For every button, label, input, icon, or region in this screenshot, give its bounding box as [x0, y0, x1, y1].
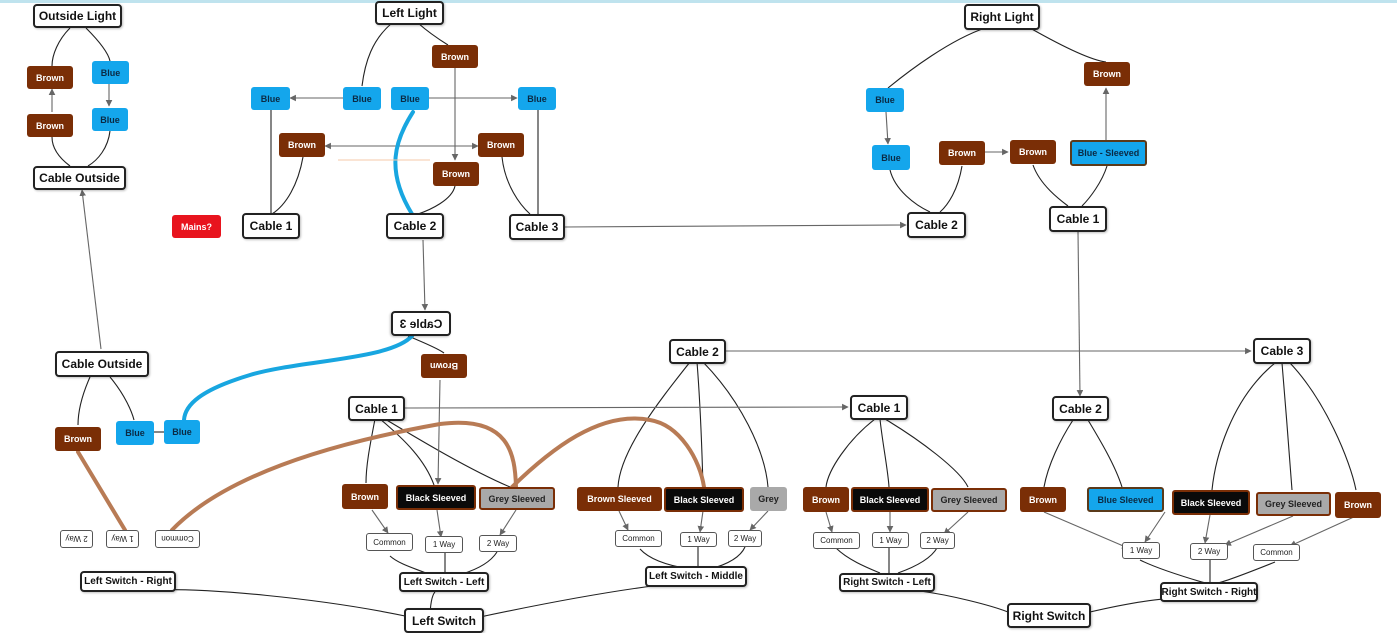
left-light-brown-wire-low: Brown: [433, 162, 479, 186]
cable-3-mirrored-node: Cable 3: [391, 311, 451, 336]
left-switch-right-node: Left Switch - Right: [80, 571, 176, 592]
left-light-cable-2-node: Cable 2: [386, 213, 444, 239]
left-light-brown-wire-right: Brown: [478, 133, 524, 157]
right-light-cable-1-node: Cable 1: [1049, 206, 1107, 232]
right-switch-right-cable-3-node: Cable 3: [1253, 338, 1311, 364]
right-switch-right-brown-wire: Brown: [1020, 487, 1066, 512]
cable-outside-top-node: Cable Outside: [33, 166, 126, 190]
cable-outside-blue-wire-a: Blue: [116, 421, 154, 445]
right-light-node: Right Light: [964, 4, 1040, 30]
left-switch-middle-brown-sleeved-wire: Brown Sleeved: [577, 487, 662, 511]
outside-light-blue-wire-2: Blue: [92, 108, 128, 131]
cable-outside-brown-wire: Brown: [55, 427, 101, 451]
right-light-cable-2-node: Cable 2: [907, 212, 966, 238]
left-light-blue-wire-mid2: Blue: [391, 87, 429, 110]
left-light-blue-wire-right: Blue: [518, 87, 556, 110]
right-switch-right-node: Right Switch - Right: [1160, 582, 1258, 602]
left-switch-right-1-way-terminal: 1 Way: [106, 530, 139, 548]
outside-light-blue-wire-1: Blue: [92, 61, 129, 84]
left-switch-node: Left Switch: [404, 608, 484, 633]
left-switch-middle-1-way-terminal: 1 Way: [680, 532, 717, 547]
right-switch-right-black-sleeved-wire: Black Sleeved: [1172, 490, 1250, 515]
right-switch-right-cable-2-node: Cable 2: [1052, 396, 1109, 421]
cable-outside-low-node: Cable Outside: [55, 351, 149, 377]
right-switch-left-cable-1-node: Cable 1: [850, 395, 908, 420]
left-switch-left-2-way-terminal: 2 Way: [479, 535, 517, 552]
left-switch-left-brown-wire: Brown: [342, 484, 388, 509]
mains-wire: Mains?: [172, 215, 221, 238]
left-light-blue-wire-mid: Blue: [343, 87, 381, 110]
brown-wire-mirrored: Brown: [421, 354, 467, 378]
left-switch-middle-common-terminal: Common: [615, 530, 662, 547]
right-switch-left-brown-wire: Brown: [803, 487, 849, 512]
left-switch-middle-node: Left Switch - Middle: [645, 566, 747, 587]
right-light-brown-wire-top: Brown: [1084, 62, 1130, 86]
left-switch-left-cable-1-node: Cable 1: [348, 396, 405, 421]
left-light-brown-wire-mid: Brown: [279, 133, 325, 157]
left-switch-middle-black-sleeved-wire: Black Sleeved: [664, 487, 744, 512]
left-light-node: Left Light: [375, 1, 444, 25]
left-light-cable-1-node: Cable 1: [242, 213, 300, 239]
right-switch-right-blue-sleeved-wire: Blue Sleeved: [1087, 487, 1164, 512]
left-light-blue-wire-left: Blue: [251, 87, 290, 110]
right-light-blue-sleeved-wire: Blue - Sleeved: [1070, 140, 1147, 166]
right-switch-left-common-terminal: Common: [813, 532, 860, 549]
left-switch-right-2-way-terminal: 2 Way: [60, 530, 93, 548]
right-switch-right-2-way-terminal: 2 Way: [1190, 543, 1228, 560]
left-switch-left-common-terminal: Common: [366, 533, 413, 551]
left-switch-middle-cable-2-node: Cable 2: [669, 339, 726, 364]
right-light-brown-wire-b: Brown: [1010, 140, 1056, 164]
right-switch-right-1-way-terminal: 1 Way: [1122, 542, 1160, 559]
outside-light-brown-wire-1: Brown: [27, 66, 73, 89]
right-switch-node: Right Switch: [1007, 603, 1091, 628]
left-switch-left-grey-sleeved-wire: Grey Sleeved: [479, 487, 555, 510]
right-light-blue-wire-top: Blue: [866, 88, 904, 112]
right-switch-left-black-sleeved-wire: Black Sleeved: [851, 487, 929, 512]
right-switch-left-grey-sleeved-wire: Grey Sleeved: [931, 488, 1007, 512]
top-border: [0, 0, 1397, 3]
left-switch-middle-grey-wire: Grey: [750, 487, 787, 511]
left-switch-right-common-terminal: Common: [155, 530, 200, 548]
outside-light-node: Outside Light: [33, 4, 122, 28]
left-light-brown-wire-top: Brown: [432, 45, 478, 68]
left-switch-left-1-way-terminal: 1 Way: [425, 536, 463, 553]
left-switch-left-black-sleeved-wire: Black Sleeved: [396, 485, 476, 510]
outside-light-brown-wire-2: Brown: [27, 114, 73, 137]
right-switch-left-2-way-terminal: 2 Way: [920, 532, 955, 549]
right-switch-right-brown-wire-2: Brown: [1335, 492, 1381, 518]
left-switch-left-node: Left Switch - Left: [399, 572, 489, 592]
left-light-cable-3-node: Cable 3: [509, 214, 565, 240]
cable-outside-blue-wire-b: Blue: [164, 420, 200, 444]
right-switch-left-1-way-terminal: 1 Way: [872, 532, 909, 548]
right-light-brown-wire-a: Brown: [939, 141, 985, 165]
right-switch-right-grey-sleeved-wire: Grey Sleeved: [1256, 492, 1331, 516]
left-switch-middle-2-way-terminal: 2 Way: [728, 530, 762, 547]
right-switch-left-node: Right Switch - Left: [839, 573, 935, 592]
right-switch-right-common-terminal: Common: [1253, 544, 1300, 561]
right-light-blue-wire-low: Blue: [872, 145, 910, 170]
